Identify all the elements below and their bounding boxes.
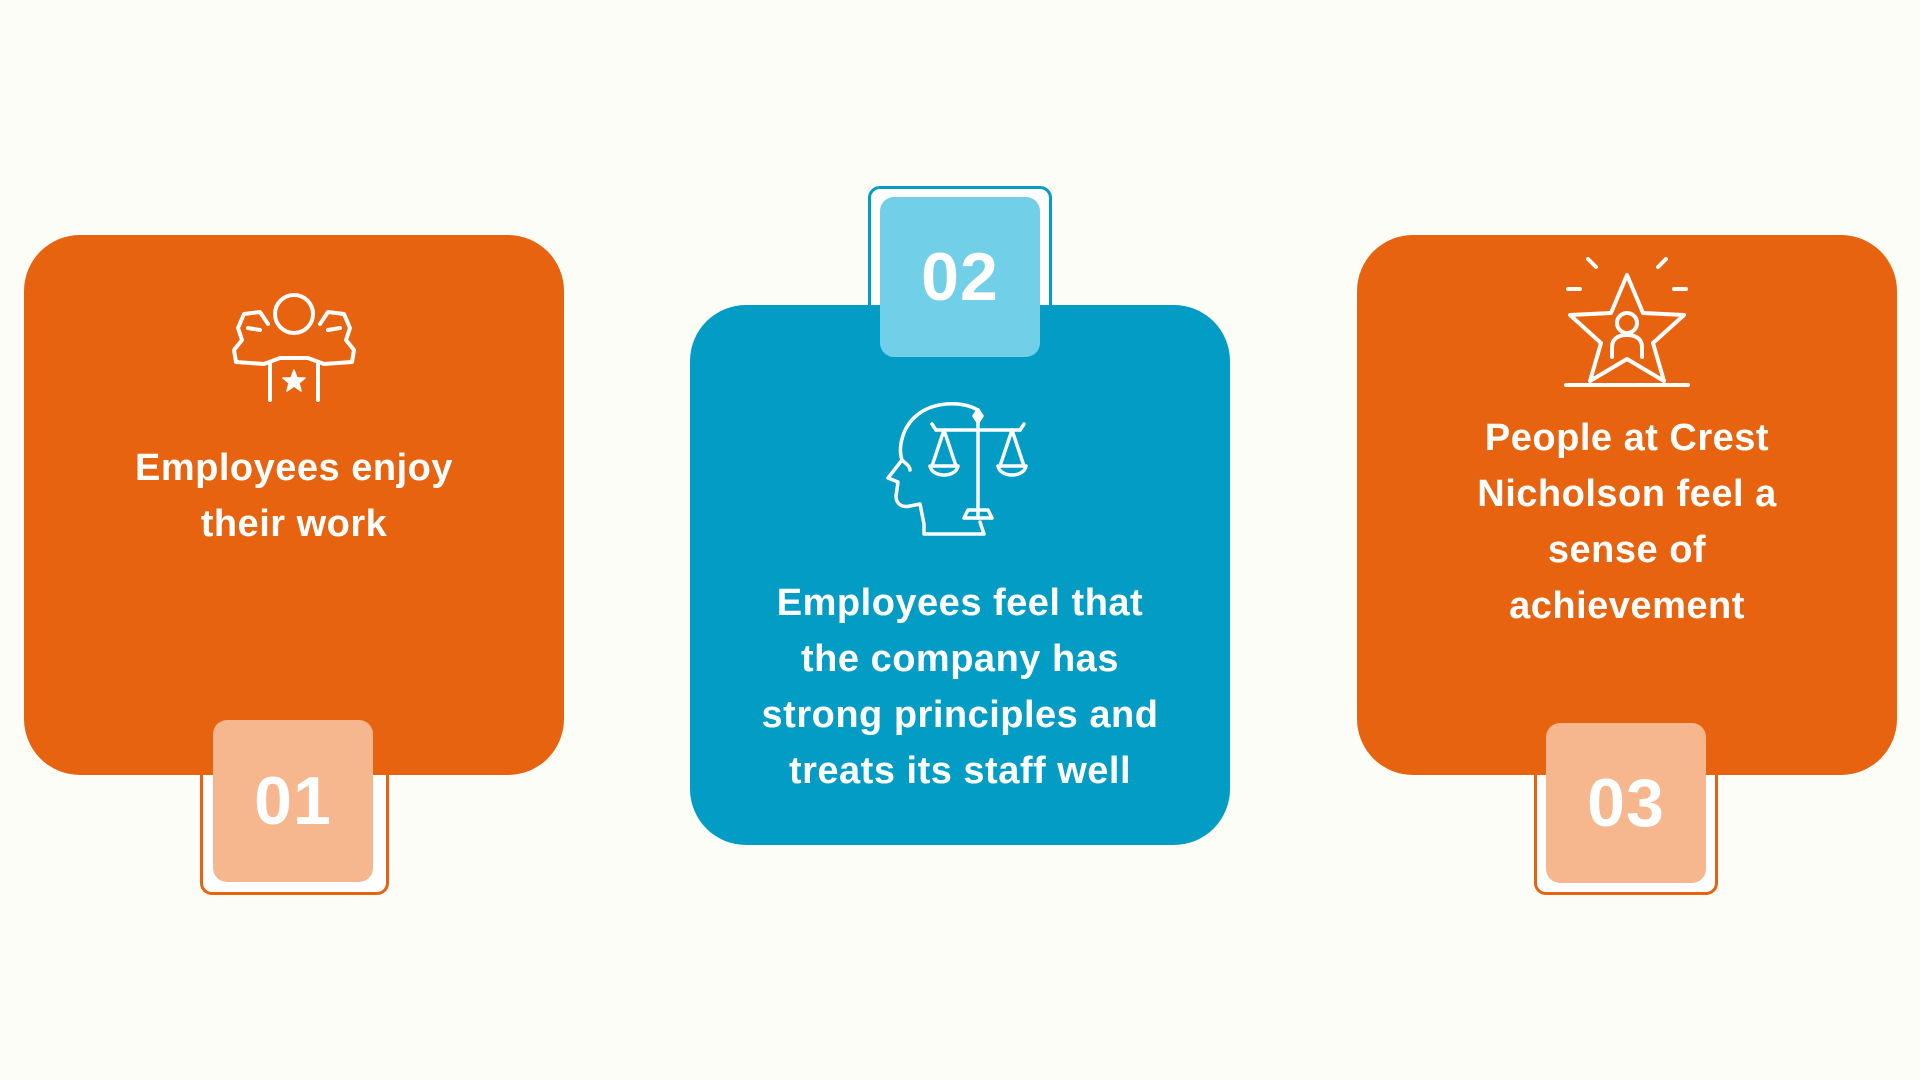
card-enjoy-work: Employees enjoy their work [24,235,564,775]
card-text: Employees enjoy their work [135,447,453,545]
star-person-icon [1564,257,1690,387]
card-text: People at Crest Nicholson feel a sense o… [1477,417,1777,627]
card-text: Employees feel that the company has stro… [761,582,1159,792]
badge-01: 01 [213,720,373,882]
flexing-person-icon [232,293,356,402]
head-scales-icon [886,402,1028,536]
card-sense-of-achievement: People at Crest Nicholson feel a sense o… [1357,235,1897,775]
card-strong-principles: Employees feel that the company has stro… [690,305,1230,845]
badge-02: 02 [880,197,1040,357]
badge-03: 03 [1546,723,1706,883]
